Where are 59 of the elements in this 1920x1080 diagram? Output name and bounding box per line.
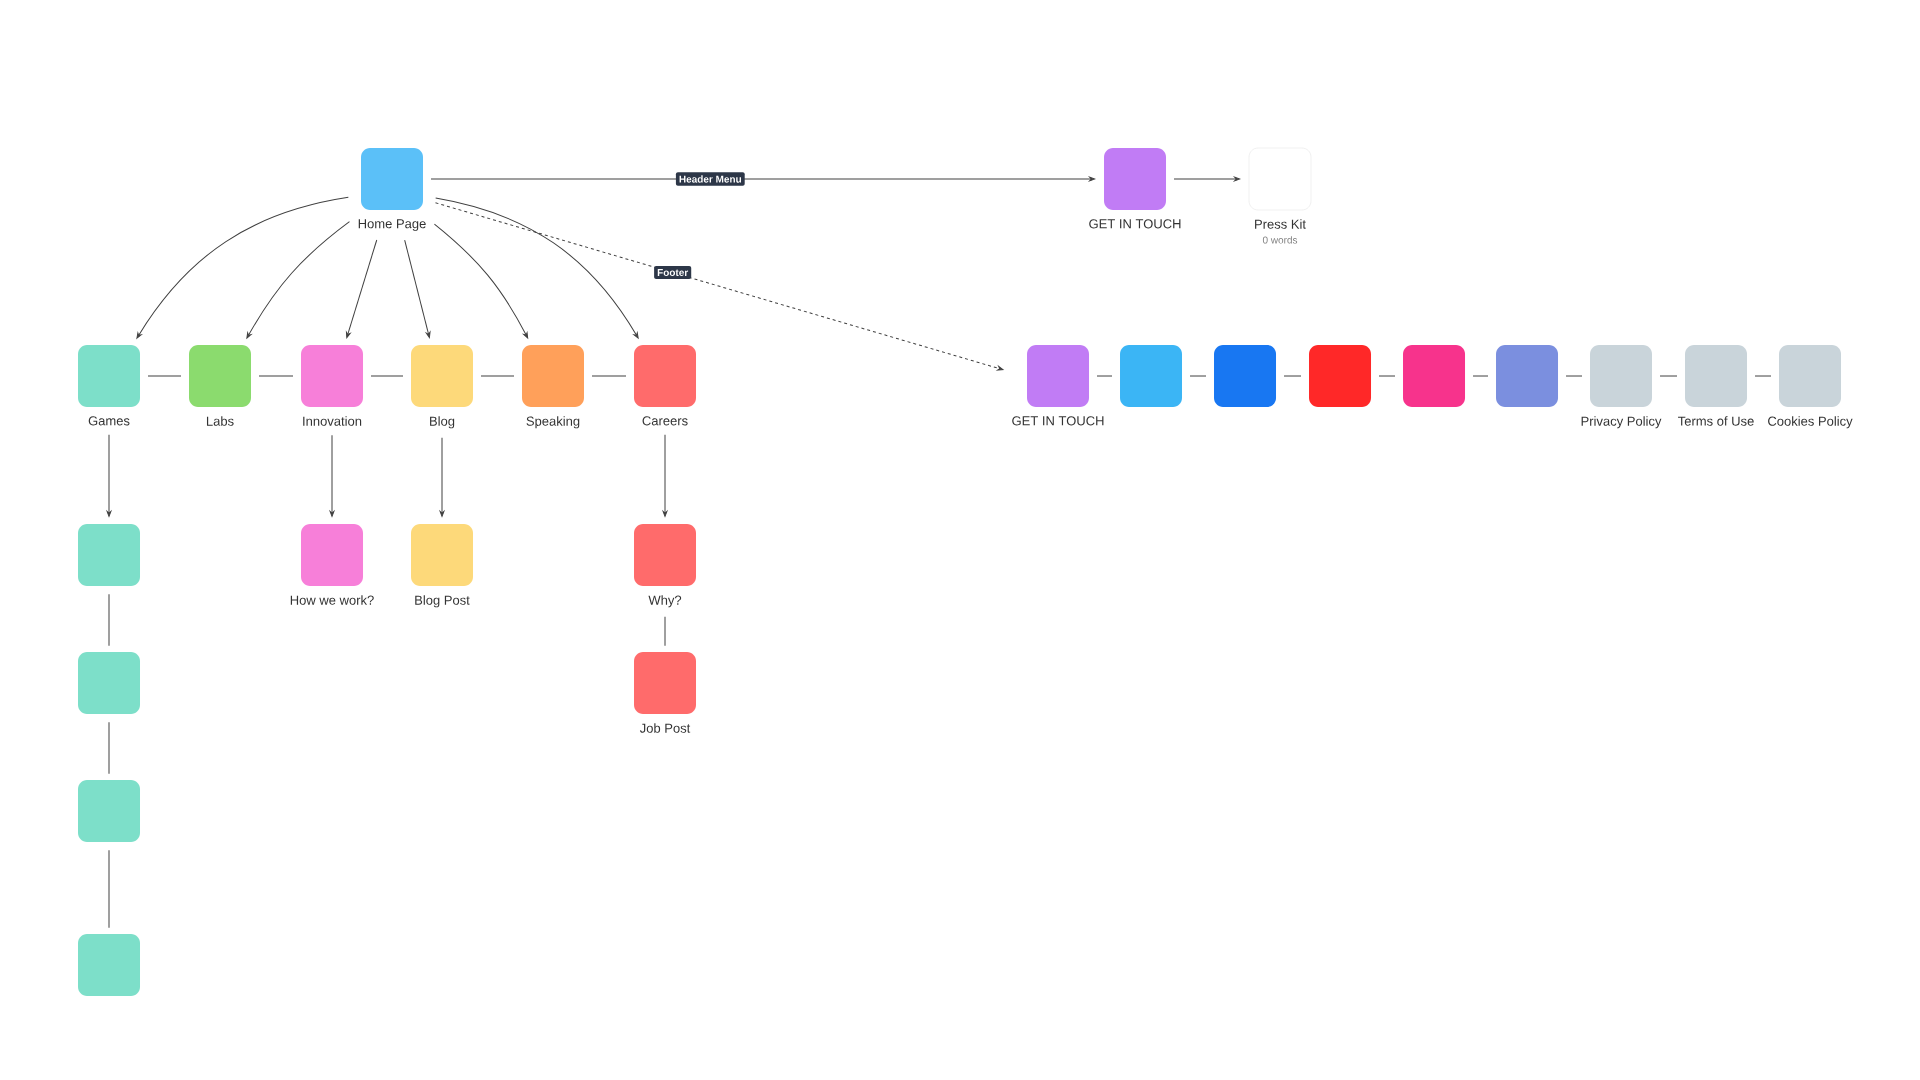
edge-label: Footer — [654, 266, 692, 280]
page-label: Blog — [430, 416, 455, 429]
connector — [147, 375, 182, 377]
page-label: GET IN TOUCH — [1012, 416, 1104, 426]
connector — [108, 849, 110, 929]
connector — [1096, 375, 1113, 377]
page-label: Games — [88, 416, 130, 426]
page-label: Labs — [207, 416, 234, 426]
connector — [433, 223, 529, 339]
page-icon — [1120, 345, 1182, 407]
page-icon — [78, 524, 140, 586]
page-icon — [1214, 345, 1276, 407]
page-label: Speaking — [526, 416, 580, 429]
connector — [108, 593, 110, 647]
connector — [439, 437, 445, 517]
connector — [430, 176, 1096, 182]
page-label: Home Page — [358, 219, 426, 231]
page-label: GET IN TOUCH — [1089, 219, 1181, 229]
page-icon — [1309, 345, 1371, 407]
connector — [258, 375, 294, 377]
connector — [1565, 375, 1583, 377]
connector — [435, 197, 639, 339]
connector — [106, 434, 112, 517]
page-label: Why? — [648, 595, 682, 608]
connector — [329, 434, 335, 517]
connector — [1283, 375, 1302, 377]
connector — [1378, 375, 1396, 377]
page-label: Careers — [642, 416, 688, 426]
page-label: Job Post — [639, 723, 691, 733]
page-label: Cookies Policy — [1768, 416, 1853, 429]
page-label: Privacy Policy — [1581, 416, 1662, 429]
page-icon — [1496, 345, 1558, 407]
connector — [136, 196, 349, 339]
connector — [662, 434, 668, 517]
connector — [1472, 375, 1489, 377]
connector — [370, 375, 404, 377]
connector — [246, 221, 350, 339]
page-icon — [78, 652, 140, 714]
connector — [404, 239, 431, 339]
connector — [435, 202, 1004, 371]
connector — [108, 721, 110, 775]
connector — [1754, 375, 1772, 377]
connector — [480, 375, 515, 377]
edge-label: Header Menu — [675, 172, 745, 186]
connector — [1659, 375, 1678, 377]
connector — [1189, 375, 1207, 377]
page-icon — [78, 934, 140, 996]
page-icon — [78, 780, 140, 842]
word-count: 0 words — [1262, 236, 1298, 244]
page-label: Press Kit — [1255, 219, 1306, 229]
page-label: Blog Post — [415, 595, 470, 608]
page-label: How we work? — [290, 595, 374, 605]
page-label: Terms of Use — [1678, 416, 1754, 426]
page-icon — [1403, 345, 1465, 407]
connector — [1173, 176, 1241, 182]
connector — [664, 616, 666, 647]
connector — [345, 239, 378, 339]
page-label: Innovation — [303, 416, 362, 426]
connector — [591, 375, 627, 377]
